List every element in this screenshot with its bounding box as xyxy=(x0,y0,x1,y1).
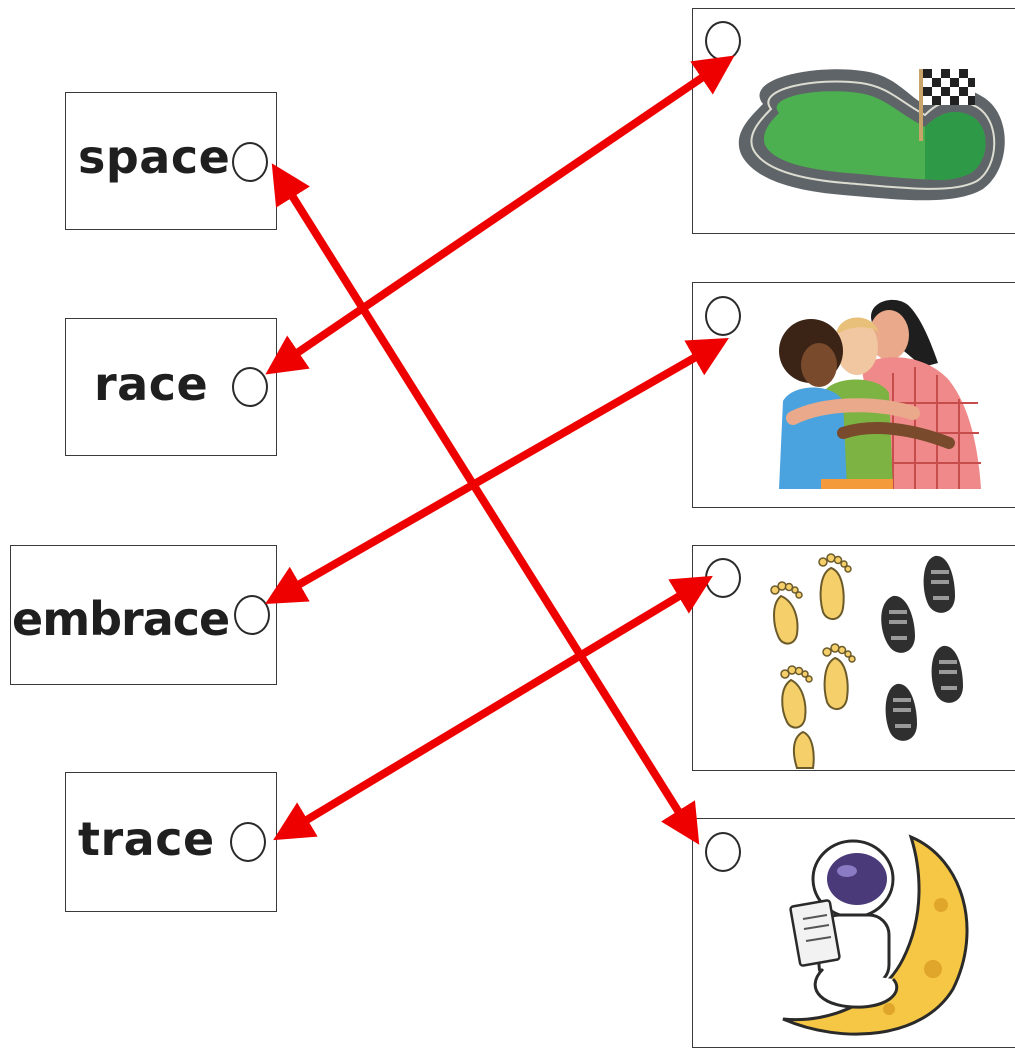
match-arrow-race-race-track xyxy=(265,55,735,375)
match-arrow-space-astronaut xyxy=(271,163,700,845)
match-arrow-embrace-hug xyxy=(265,338,729,604)
picture-card-footprints xyxy=(692,545,1015,771)
radio-embrace[interactable] xyxy=(234,595,270,635)
footprints-icon xyxy=(770,553,963,769)
picture-card-astronaut xyxy=(692,818,1015,1048)
radio-astronaut[interactable] xyxy=(705,832,741,872)
radio-race-track[interactable] xyxy=(705,21,741,61)
radio-hug[interactable] xyxy=(705,296,741,336)
word-label-race: race xyxy=(94,357,209,411)
race-track-icon xyxy=(738,69,1005,201)
hugging-people-icon xyxy=(779,299,981,489)
picture-card-race-track xyxy=(692,8,1015,234)
radio-space[interactable] xyxy=(232,142,268,182)
word-label-space: space xyxy=(78,130,231,184)
match-arrow-trace-footprints xyxy=(273,575,713,841)
word-label-trace: trace xyxy=(78,812,215,866)
radio-trace[interactable] xyxy=(230,822,266,862)
radio-footprints[interactable] xyxy=(705,558,741,598)
word-label-embrace: embrace xyxy=(12,592,230,646)
astronaut-moon-icon xyxy=(782,834,969,1036)
word-card-embrace xyxy=(10,545,277,685)
radio-race[interactable] xyxy=(232,367,268,407)
